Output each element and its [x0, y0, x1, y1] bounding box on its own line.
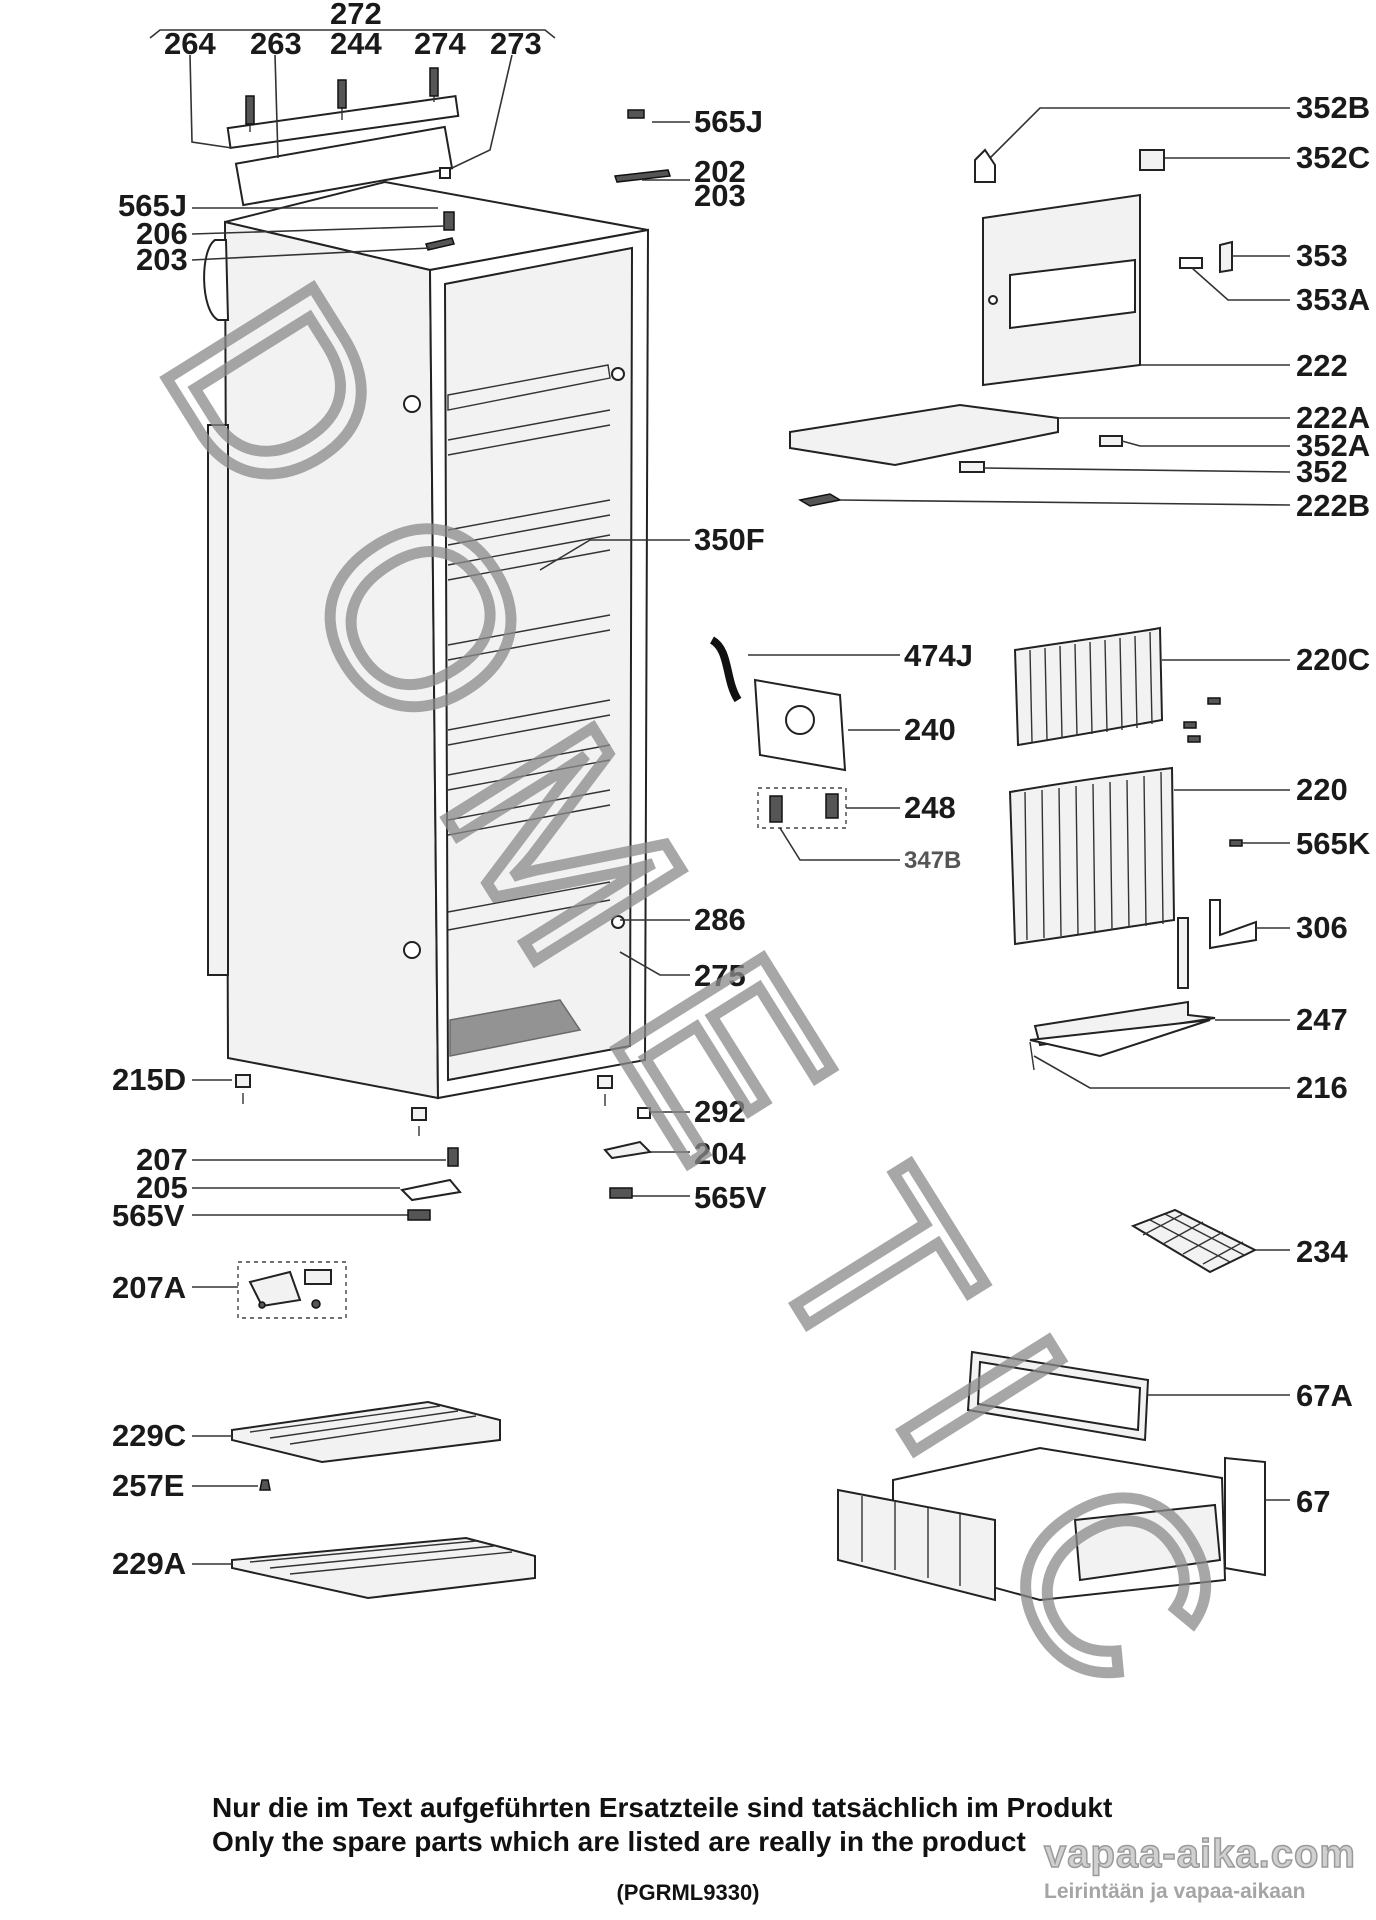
- label-292: 292: [694, 1094, 746, 1129]
- refrigerator-cabinet: [203, 109, 672, 1136]
- label-215d: 215D: [112, 1062, 186, 1097]
- logo-name: vapaa-aika.com: [1043, 1831, 1356, 1877]
- label-306: 306: [1296, 910, 1348, 945]
- logo-tagline: Leirintään ja vapaa-aikaan: [1044, 1880, 1306, 1903]
- thermostat-parts: [709, 636, 900, 861]
- label-350f: 350F: [694, 522, 765, 557]
- label-352c: 352C: [1296, 140, 1370, 175]
- footer-model-code: (PGRML9330): [616, 1880, 760, 1905]
- label-205: 205: [136, 1170, 188, 1205]
- label-353a: 353A: [1296, 282, 1370, 317]
- label-565k: 565K: [1296, 826, 1371, 861]
- label-274: 274: [414, 26, 466, 61]
- label-353: 353: [1296, 238, 1348, 273]
- bottom-hinge-parts: [192, 1107, 653, 1319]
- label-216: 216: [1296, 1070, 1348, 1105]
- label-207a: 207A: [112, 1270, 186, 1305]
- label-247: 247: [1296, 1002, 1348, 1037]
- cabinet-leader-lines: [191, 121, 690, 1216]
- glass-shelves: [192, 1400, 536, 1600]
- label-474j: 474J: [904, 638, 973, 673]
- label-67a: 67A: [1296, 1378, 1353, 1413]
- footer-german-note: Nur die im Text aufgeführten Ersatzteile…: [212, 1792, 1113, 1823]
- label-204: 204: [694, 1136, 746, 1171]
- label-203-top: 203: [694, 178, 746, 213]
- label-272: 272: [330, 0, 382, 31]
- top-trim-assembly: [149, 29, 556, 207]
- label-565j-left: 565J: [118, 188, 187, 223]
- freezer-compartment-parts: [789, 107, 1291, 507]
- label-229c: 229C: [112, 1418, 186, 1453]
- label-244: 244: [330, 26, 382, 61]
- label-286: 286: [694, 902, 746, 937]
- label-352a: 352A: [1296, 428, 1370, 463]
- label-220: 220: [1296, 772, 1348, 807]
- label-229a: 229A: [112, 1546, 186, 1581]
- label-347b: 347B: [904, 847, 961, 874]
- vapaa-aika-logo: vapaa-aika.com Leirintään ja vapaa-aikaa…: [1034, 1828, 1374, 1914]
- cooling-fins: [1008, 626, 1290, 1089]
- label-565v-right: 565V: [694, 1180, 767, 1215]
- label-264: 264: [164, 26, 216, 61]
- label-352: 352: [1296, 454, 1348, 489]
- label-202: 202: [694, 154, 746, 189]
- label-273: 273: [490, 26, 542, 61]
- label-565v-left: 565V: [112, 1198, 185, 1233]
- crisper-drawer: [837, 1350, 1290, 1602]
- label-203-left: 203: [136, 242, 188, 277]
- label-222a: 222A: [1296, 400, 1370, 435]
- label-220c: 220C: [1296, 642, 1370, 677]
- label-257e: 257E: [112, 1468, 184, 1503]
- ice-tray: [1130, 1208, 1290, 1274]
- label-67: 67: [1296, 1484, 1330, 1519]
- label-248: 248: [904, 790, 956, 825]
- label-207: 207: [136, 1142, 188, 1177]
- label-240: 240: [904, 712, 956, 747]
- label-275: 275: [694, 958, 746, 993]
- label-222: 222: [1296, 348, 1348, 383]
- label-263: 263: [250, 26, 302, 61]
- label-352b: 352B: [1296, 90, 1370, 125]
- label-222b: 222B: [1296, 488, 1370, 523]
- footer-english-note: Only the spare parts which are listed ar…: [212, 1826, 1026, 1857]
- part-number-labels: 272 264 263 244 274 273 565J 202 203 565…: [112, 0, 1371, 1581]
- label-234: 234: [1296, 1234, 1348, 1269]
- label-206: 206: [136, 216, 188, 251]
- label-565j-top: 565J: [694, 104, 763, 139]
